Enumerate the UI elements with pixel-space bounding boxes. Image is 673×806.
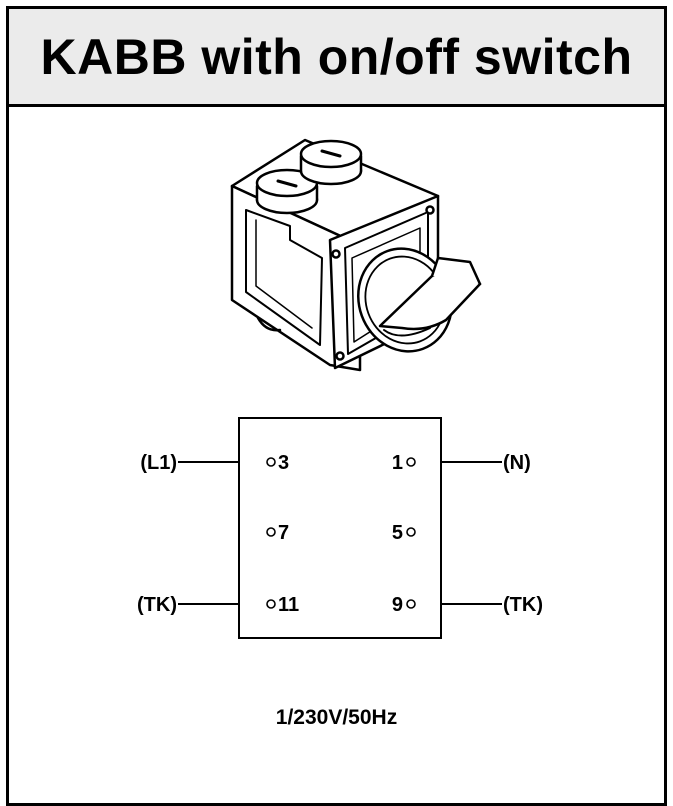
diagram-frame: KABB with on/off switch xyxy=(6,6,667,806)
wire-label-tk-right: (TK) xyxy=(503,594,543,616)
wire-label-l1: (L1) xyxy=(140,452,177,474)
terminal-11-contact xyxy=(266,599,276,609)
terminal-11-number: 11 xyxy=(278,594,299,616)
terminal-1-number: 1 xyxy=(392,452,403,474)
rotary-switch-enclosure-icon xyxy=(230,138,482,372)
wire-label-tk-left: (TK) xyxy=(137,594,177,616)
terminal-5-number: 5 xyxy=(392,522,403,544)
terminal-3-contact xyxy=(266,457,276,467)
supply-rating: 1/230V/50Hz xyxy=(275,706,398,729)
title-bar: KABB with on/off switch xyxy=(9,9,664,107)
terminal-7-contact xyxy=(266,527,276,537)
terminal-9-number: 9 xyxy=(392,594,403,616)
terminal-1-contact xyxy=(406,457,416,467)
wire-label-n: (N) xyxy=(503,452,531,474)
page-title: KABB with on/off switch xyxy=(40,28,633,85)
terminal-5-contact xyxy=(406,527,416,537)
terminal-7-number: 7 xyxy=(278,522,289,544)
terminal-3-number: 3 xyxy=(278,452,289,474)
terminal-9-contact xyxy=(406,599,416,609)
